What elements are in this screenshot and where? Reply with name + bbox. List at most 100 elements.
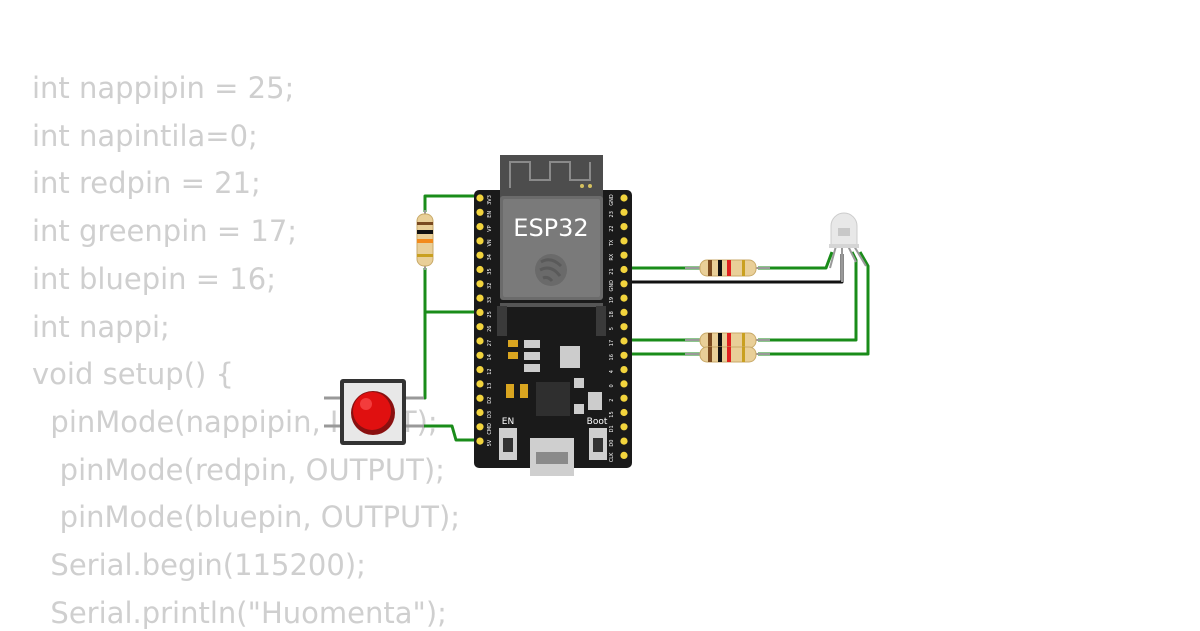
left-header-pin-label: 33 <box>487 297 493 303</box>
code-line: int napintila=0; <box>32 118 258 153</box>
left-header-pin[interactable] <box>476 308 484 316</box>
code-line: int redpin = 21; <box>32 166 261 201</box>
right-header-pin[interactable] <box>620 223 628 231</box>
module-castellations <box>497 303 606 336</box>
left-header-pin[interactable] <box>476 251 484 259</box>
right-header-pin[interactable] <box>620 451 628 459</box>
right-header-pin[interactable] <box>620 394 628 402</box>
code-line: void setup() { <box>32 357 234 392</box>
antenna-trace <box>509 161 591 188</box>
right-header-pin[interactable] <box>620 208 628 216</box>
right-header-pin[interactable] <box>620 408 628 417</box>
code-line: Serial.println("Huomenta"); <box>32 595 447 630</box>
left-header-pin[interactable] <box>476 394 484 402</box>
right-header-pin[interactable] <box>620 437 628 445</box>
en-button[interactable] <box>499 428 517 460</box>
left-header-pin-label: VP <box>487 225 493 231</box>
pulldown-resistor[interactable] <box>416 210 434 270</box>
board-label: ESP32 <box>513 214 588 242</box>
left-header-pin[interactable] <box>476 323 484 331</box>
right-header-pin-label: 0 <box>609 384 615 387</box>
right-header-pin[interactable] <box>620 351 628 359</box>
right-header-pin-label: 5 <box>609 327 615 330</box>
right-header-pin[interactable] <box>620 366 628 374</box>
left-header-pin[interactable] <box>476 437 484 445</box>
right-header-pin[interactable] <box>620 251 628 259</box>
right-header-pin[interactable] <box>620 308 628 316</box>
right-header-pin[interactable] <box>620 265 628 274</box>
resistor-blue-channel[interactable] <box>685 346 770 363</box>
code-line: Serial.begin(115200); <box>32 548 366 582</box>
code-line: int nappipin = 25; <box>32 71 295 105</box>
pushbutton[interactable] <box>324 379 424 445</box>
left-header-pin-label: EN <box>487 211 493 218</box>
wire-button-to-gnd[interactable] <box>405 424 480 442</box>
left-header-pin-label: 35 <box>487 268 493 274</box>
right-header-pin-label: 15 <box>609 411 615 417</box>
wire-3v3-to-resistor[interactable] <box>423 194 480 212</box>
left-header-pin-label: 27 <box>487 340 493 346</box>
right-header-pin-label: GND <box>609 194 615 206</box>
left-header-pin[interactable] <box>476 294 484 302</box>
left-header-pin[interactable] <box>476 208 484 216</box>
left-header-pin[interactable] <box>476 337 484 345</box>
wire-resistor-to-led-red[interactable] <box>758 251 834 270</box>
right-header-pin[interactable] <box>620 423 628 431</box>
left-header-pin[interactable] <box>476 380 484 388</box>
right-header-pin[interactable] <box>620 237 628 245</box>
left-header-pin-label: 32 <box>487 283 493 289</box>
left-header-pin[interactable] <box>476 423 484 431</box>
right-header-pin[interactable] <box>620 337 628 345</box>
left-header-pin-label: 34 <box>487 254 493 260</box>
left-header-pin[interactable] <box>476 366 484 374</box>
right-header-pin[interactable] <box>620 280 628 288</box>
right-header-pin-label: 19 <box>609 297 615 303</box>
right-header-pin-label: 17 <box>609 340 615 346</box>
left-header-pin-label: D2 <box>487 397 493 404</box>
boot-button[interactable] <box>589 428 607 460</box>
right-header-pin-label: 4 <box>609 370 615 373</box>
left-header-pin[interactable] <box>476 351 484 359</box>
left-header-pin[interactable] <box>476 280 484 288</box>
en-label: EN <box>502 417 514 427</box>
wire-resistor-to-button[interactable] <box>405 268 427 400</box>
resistor-red-channel[interactable] <box>685 259 770 277</box>
resistor-green-channel[interactable] <box>685 332 770 349</box>
code-line: pinMode(bluepin, OUTPUT); <box>32 500 461 535</box>
right-header-pin[interactable] <box>620 323 628 331</box>
boot-label: Boot <box>587 417 608 427</box>
right-header-pin-label: TX <box>609 239 615 247</box>
left-header-pin[interactable] <box>476 237 484 245</box>
right-header-pin[interactable] <box>620 194 628 202</box>
right-header-pin[interactable] <box>620 380 628 388</box>
left-header-pin[interactable] <box>476 265 484 274</box>
right-header-pin-label: 23 <box>609 211 615 217</box>
left-header-pin[interactable] <box>476 194 484 202</box>
left-header-pin-label: 5V <box>487 439 493 446</box>
usb-port[interactable] <box>530 438 574 476</box>
left-header-pin-label: VN <box>487 239 493 246</box>
esp32-board[interactable]: ESP32 EN Boot <box>474 155 632 476</box>
right-header-pin[interactable] <box>620 294 628 302</box>
left-header-pin-label: 25 <box>487 311 493 317</box>
left-header-pin-label: 14 <box>487 354 493 360</box>
code-line: int nappi; <box>32 309 170 344</box>
right-header-pin-label: 22 <box>609 225 615 231</box>
left-header-pin-label: 3V3 <box>487 195 493 205</box>
right-header-pin-label: GND <box>609 280 615 292</box>
code-line: int bluepin = 16; <box>32 261 276 296</box>
right-header-pin-label: CLK <box>609 452 615 462</box>
left-header-pin[interactable] <box>476 223 484 231</box>
rgb-led[interactable] <box>829 212 867 282</box>
smd-components <box>506 340 602 416</box>
left-header-pin[interactable] <box>476 408 484 417</box>
left-header-pin-label: D3 <box>487 411 493 418</box>
right-header-pin-label: 18 <box>609 311 615 317</box>
right-header-pin-label: D1 <box>609 425 615 432</box>
left-header-pin-label: 12 <box>487 368 493 374</box>
wire-resistor-to-led-blue[interactable] <box>758 251 870 356</box>
code-line: int greenpin = 17; <box>32 214 298 249</box>
